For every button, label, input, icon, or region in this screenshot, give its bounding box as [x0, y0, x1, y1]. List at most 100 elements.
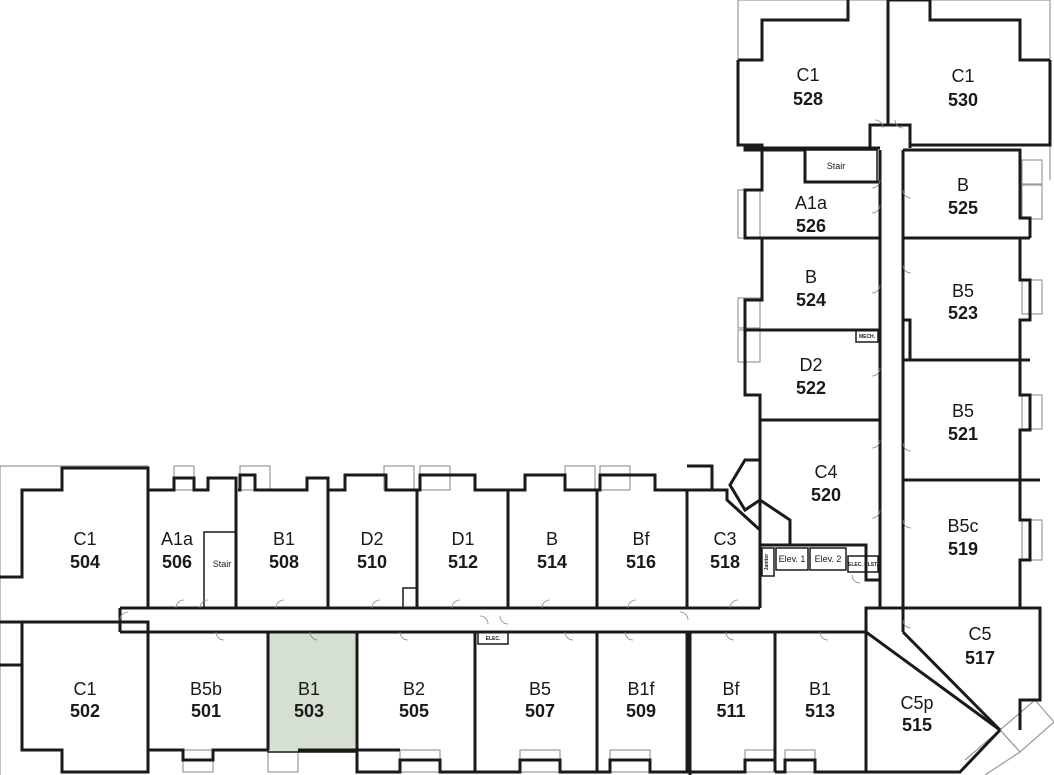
unit-labels: C1 504 A1a 506 B1 508 D2 510 D1 512 B 51… [70, 65, 995, 735]
unit-515[interactable]: C5p 515 [900, 693, 933, 735]
unit-523[interactable]: B5 523 [948, 281, 978, 323]
unit-518[interactable]: C3 518 [710, 529, 740, 572]
unit-number: 524 [796, 290, 826, 310]
janitor-box [761, 547, 775, 577]
elec-box [477, 631, 509, 645]
unit-502[interactable]: C1 502 [70, 679, 100, 721]
unit-513[interactable]: B1 513 [805, 679, 835, 721]
unit-type: C1 [73, 529, 96, 549]
unit-number: 515 [902, 715, 932, 735]
unit-type: D2 [360, 529, 383, 549]
unit-511[interactable]: Bf 511 [716, 679, 745, 721]
unit-type: C5p [900, 693, 933, 713]
unit-number: 501 [191, 701, 221, 721]
unit-type: C5 [968, 624, 991, 644]
unit-number: 508 [269, 552, 299, 572]
unit-number: 526 [796, 216, 826, 236]
unit-522[interactable]: D2 522 [796, 355, 826, 398]
mech-label: MECH. [859, 334, 876, 340]
unit-517[interactable]: C5 517 [965, 624, 995, 668]
closet-box [402, 587, 418, 609]
unit-type: B5 [529, 679, 551, 699]
unit-526[interactable]: A1a 526 [795, 193, 828, 236]
unit-503[interactable]: B1 503 [294, 679, 324, 721]
unit-510[interactable]: D2 510 [357, 529, 387, 572]
elev-2-label: Elev. 2 [815, 554, 842, 564]
unit-type: B5b [190, 679, 222, 699]
unit-number: 528 [793, 89, 823, 109]
unit-501[interactable]: B5b 501 [190, 679, 222, 721]
stair-north [804, 149, 878, 183]
unit-type: D2 [799, 355, 822, 375]
unit-519[interactable]: B5c 519 [947, 516, 978, 559]
unit-type: B [546, 529, 558, 549]
utilities [203, 149, 879, 645]
unit-512[interactable]: D1 512 [448, 529, 478, 572]
unit-type: B1 [298, 679, 320, 699]
elec-clst-label: ELEC. CLST. [848, 562, 879, 568]
unit-type: B5 [952, 281, 974, 301]
unit-number: 505 [399, 701, 429, 721]
unit-506[interactable]: A1a 506 [161, 529, 194, 572]
unit-type: C1 [951, 66, 974, 86]
unit-524[interactable]: B 524 [796, 267, 826, 310]
unit-type: C1 [73, 679, 96, 699]
unit-number: 518 [710, 552, 740, 572]
mech-box [855, 329, 879, 343]
unit-514[interactable]: B 514 [537, 529, 567, 572]
unit-505[interactable]: B2 505 [399, 679, 429, 721]
unit-number: 520 [811, 485, 841, 505]
unit-508[interactable]: B1 508 [269, 529, 299, 572]
unit-number: 521 [948, 424, 978, 444]
unit-number: 503 [294, 701, 324, 721]
unit-type: B5c [947, 516, 978, 536]
unit-number: 510 [357, 552, 387, 572]
unit-type: B2 [403, 679, 425, 699]
unit-type: Bf [722, 679, 740, 699]
unit-type: B1f [627, 679, 655, 699]
stair-north-label: Stair [827, 161, 846, 171]
unit-521[interactable]: B5 521 [948, 401, 978, 444]
unit-number: 513 [805, 701, 835, 721]
unit-type: B [957, 175, 969, 195]
unit-509[interactable]: B1f 509 [626, 679, 656, 721]
unit-528[interactable]: C1 528 [793, 65, 823, 109]
unit-number: 506 [162, 552, 192, 572]
unit-type: Bf [632, 529, 650, 549]
stair-west-label: Stair [213, 559, 232, 569]
unit-type: C3 [713, 529, 736, 549]
unit-number: 504 [70, 552, 100, 572]
unit-type: B [805, 267, 817, 287]
unit-516[interactable]: Bf 516 [626, 529, 656, 572]
unit-number: 523 [948, 303, 978, 323]
doors [119, 119, 912, 641]
unit-525[interactable]: B 525 [948, 175, 978, 218]
unit-number: 519 [948, 539, 978, 559]
unit-type: B1 [273, 529, 295, 549]
unit-number: 512 [448, 552, 478, 572]
unit-number: 522 [796, 378, 826, 398]
elec-clst-box [847, 555, 879, 573]
unit-number: 511 [716, 701, 745, 721]
unit-507[interactable]: B5 507 [525, 679, 555, 721]
unit-type: C1 [796, 65, 819, 85]
unit-number: 507 [525, 701, 555, 721]
elev-2-box [809, 547, 847, 571]
stair-west [203, 531, 237, 609]
unit-number: 517 [965, 648, 995, 668]
unit-520[interactable]: C4 520 [811, 462, 841, 505]
unit-type: B5 [952, 401, 974, 421]
unit-number: 509 [626, 701, 656, 721]
elec-label: ELEC. [486, 636, 501, 642]
elev-1-label: Elev. 1 [779, 554, 806, 564]
unit-number: 502 [70, 701, 100, 721]
unit-type: A1a [795, 193, 828, 213]
unit-530[interactable]: C1 530 [948, 66, 978, 110]
unit-504[interactable]: C1 504 [70, 529, 100, 572]
unit-number: 525 [948, 198, 978, 218]
unit-type: C4 [814, 462, 837, 482]
unit-type: A1a [161, 529, 194, 549]
